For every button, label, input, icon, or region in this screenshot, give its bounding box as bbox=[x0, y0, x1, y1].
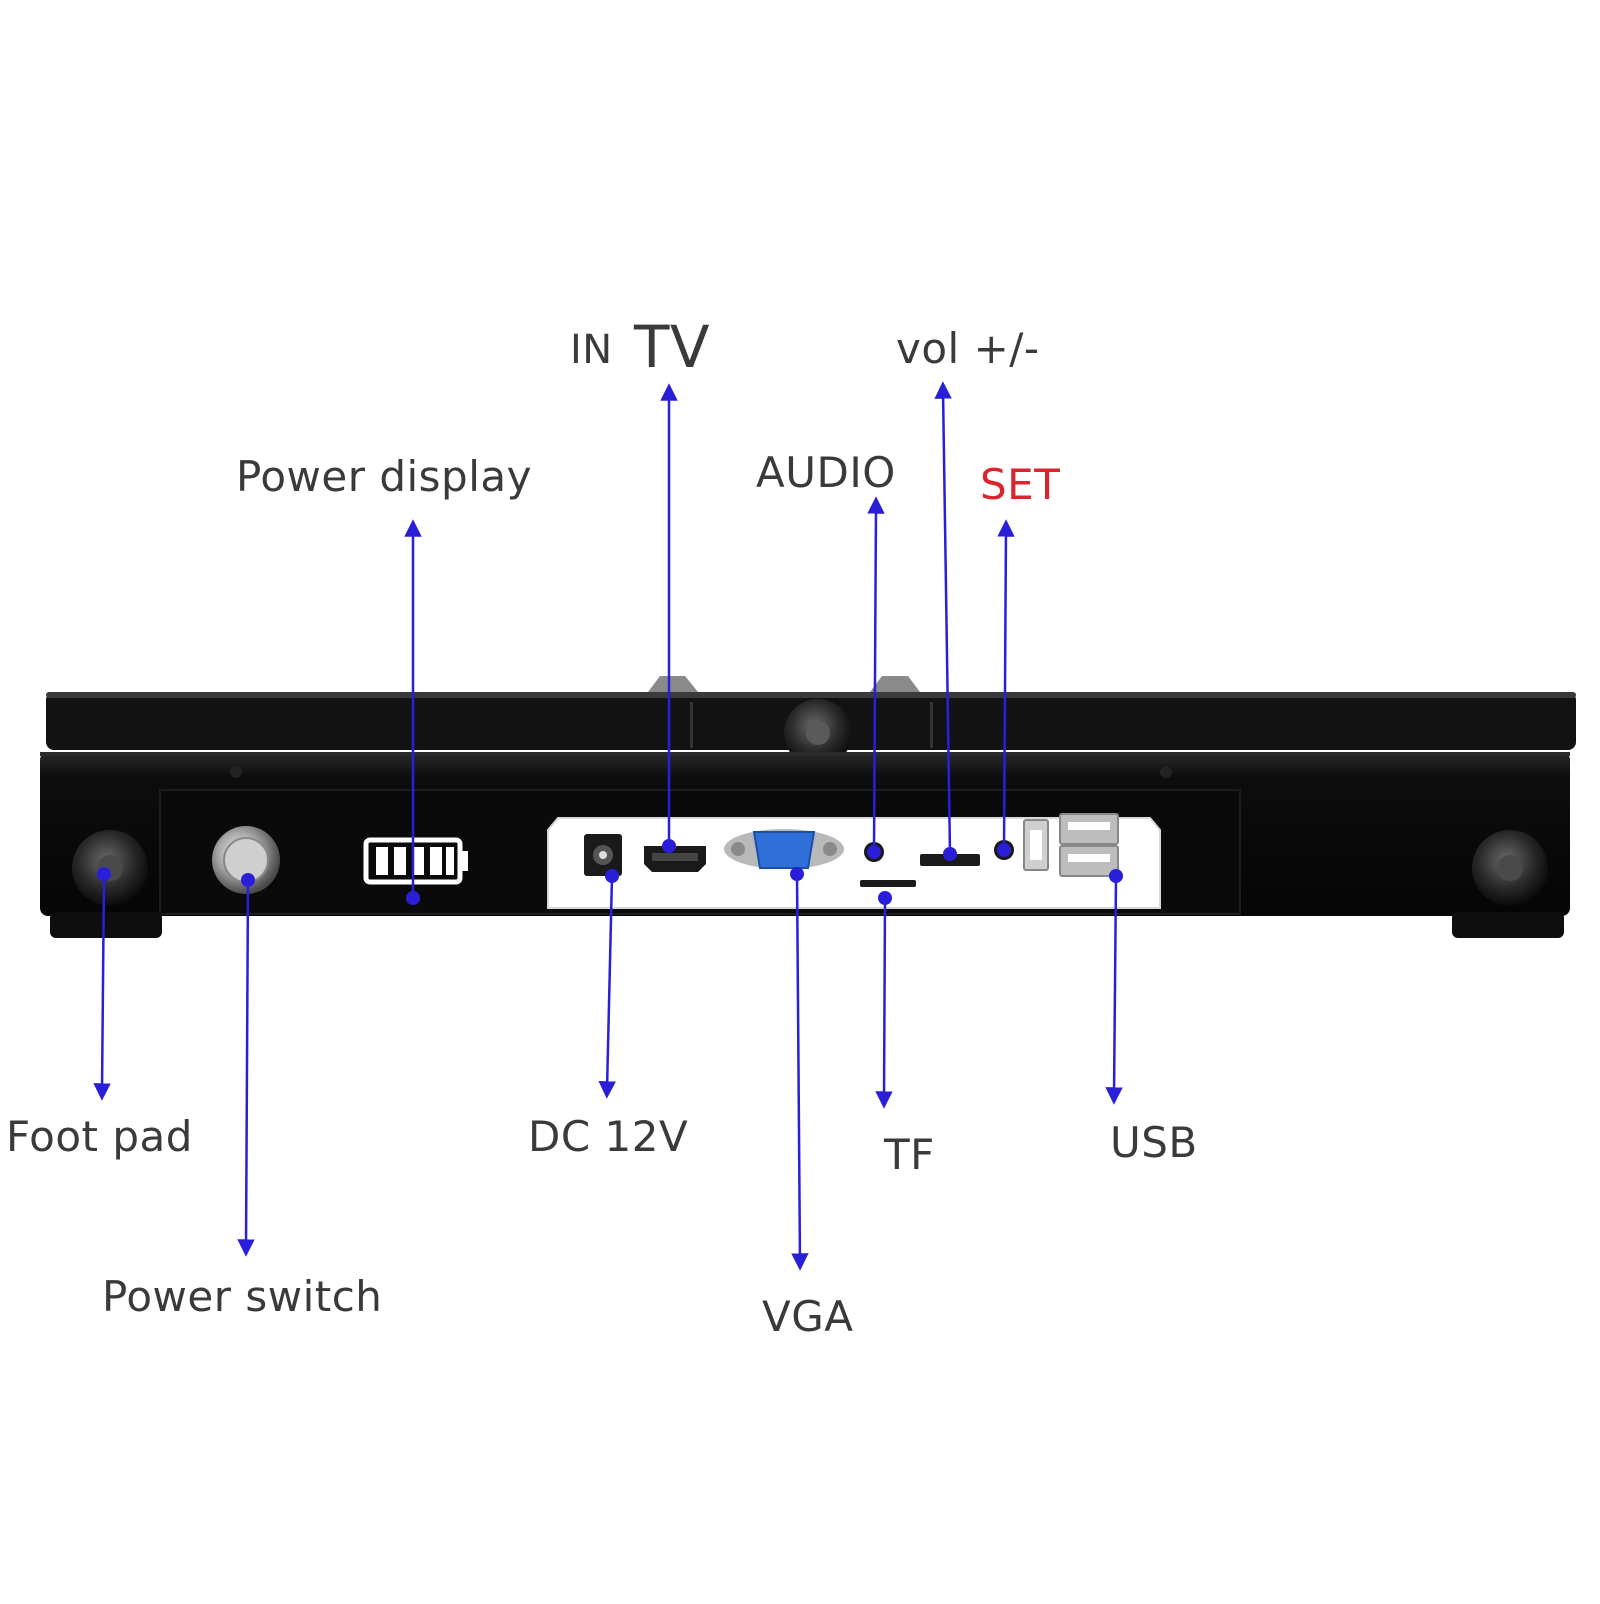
power-button-icon[interactable] bbox=[212, 826, 280, 894]
label-usb: USB bbox=[1110, 1118, 1198, 1167]
label-vga: VGA bbox=[762, 1292, 854, 1341]
screw-icon bbox=[72, 830, 148, 906]
label-audio: AUDIO bbox=[756, 448, 896, 497]
usb-port-icon[interactable] bbox=[1023, 813, 1119, 877]
leader-foot-pad bbox=[93, 873, 111, 1101]
label-tv: TV bbox=[634, 313, 711, 381]
label-power-switch: Power switch bbox=[102, 1272, 383, 1321]
leader-power-switch bbox=[237, 879, 255, 1257]
label-in: IN bbox=[570, 327, 613, 373]
leader-dc12v bbox=[598, 875, 616, 1099]
screw-icon bbox=[1472, 830, 1548, 906]
foot-pad-left bbox=[50, 912, 162, 938]
label-power-display: Power display bbox=[236, 452, 532, 501]
label-dc12v: DC 12V bbox=[528, 1112, 689, 1161]
leader-audio bbox=[867, 496, 885, 853]
leader-usb bbox=[1105, 875, 1123, 1105]
leader-tf bbox=[875, 897, 893, 1109]
leader-vga bbox=[791, 873, 809, 1271]
leader-lines bbox=[93, 381, 1123, 1271]
hdmi-port-icon[interactable] bbox=[644, 846, 706, 872]
leader-vol bbox=[934, 381, 952, 855]
label-set: SET bbox=[980, 460, 1061, 509]
tf-slot-icon[interactable] bbox=[860, 880, 916, 887]
label-tf: TF bbox=[884, 1130, 935, 1179]
label-vol: vol +/- bbox=[896, 324, 1040, 373]
vga-port-icon[interactable] bbox=[724, 829, 844, 869]
center-knob bbox=[784, 699, 852, 767]
leader-set bbox=[997, 519, 1015, 851]
label-foot-pad: Foot pad bbox=[6, 1112, 193, 1161]
foot-pad-right bbox=[1452, 912, 1564, 938]
dc-jack-icon[interactable] bbox=[584, 834, 622, 876]
